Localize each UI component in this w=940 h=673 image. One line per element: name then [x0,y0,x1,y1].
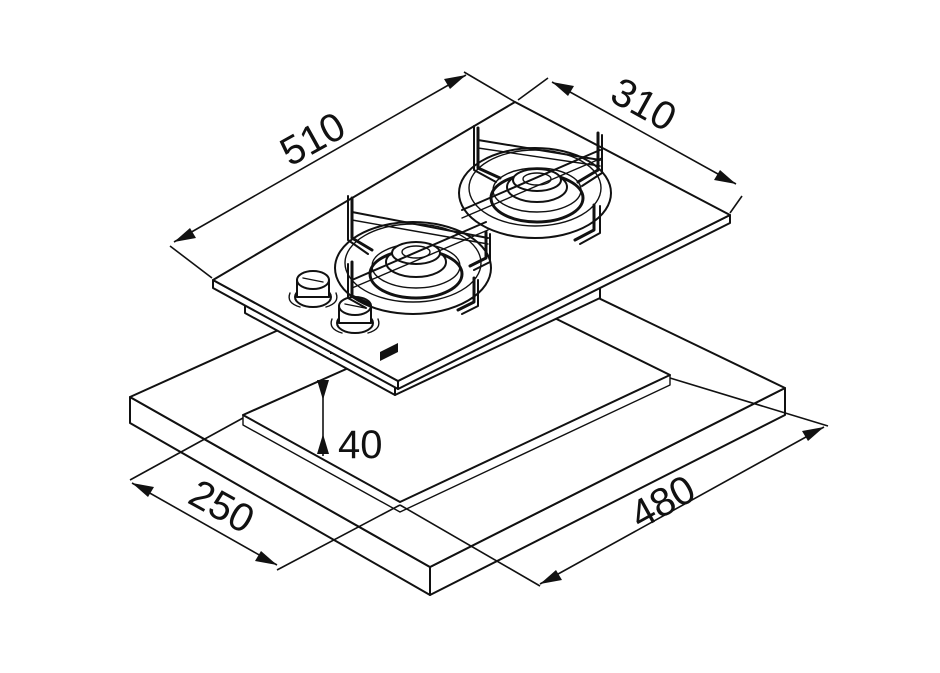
extension-line [729,195,743,214]
control-knob-right [330,296,380,334]
dimension-label-height: 40 [338,423,383,467]
cutout-inner-edge [242,374,671,513]
extension-line [276,504,401,571]
arrowhead [802,427,824,441]
extension-line [669,377,829,427]
arrowhead [317,434,329,454]
extension-line [399,504,541,587]
pan-support-rear [461,125,603,245]
arrowhead [444,75,466,89]
arrowhead [714,170,736,184]
arrowhead [317,380,329,400]
arrowhead [132,483,154,497]
pan-support-front [347,195,491,315]
extension-line [169,245,213,279]
dimension-line [539,426,825,585]
control-knob-left [288,270,338,308]
dimension-label-depth: 310 [604,69,684,140]
arrowhead [552,82,574,96]
dimension-line [131,482,278,566]
dimension-line [551,81,737,185]
dimension-label-width: 510 [273,104,353,175]
extension-line [129,417,244,481]
arrowhead [255,551,277,565]
dimension-line [173,74,467,243]
extension-line [517,77,549,101]
arrowhead [174,228,196,242]
extension-line [463,71,516,103]
brand-badge [380,343,398,361]
arrowhead [540,570,562,584]
dimension-height: 40 [317,380,383,467]
